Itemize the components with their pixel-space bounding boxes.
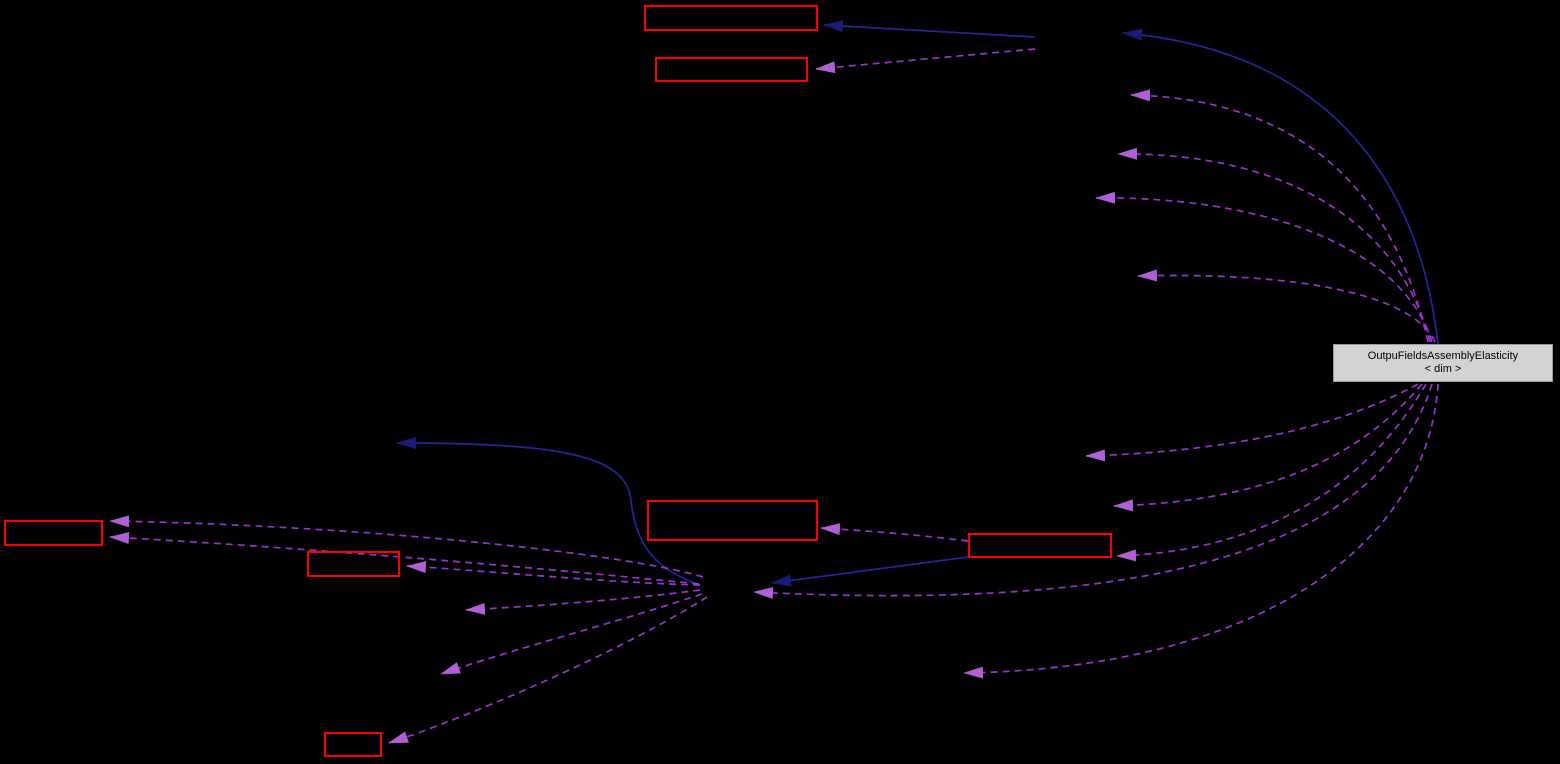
class-node-bottom[interactable] — [324, 732, 382, 757]
dashed-edge-main-up-1 — [1130, 89, 1429, 343]
dashed-edge-main-up-2 — [1117, 147, 1431, 343]
class-node-left-2[interactable] — [307, 551, 400, 577]
dashed-edge-main-down-1 — [1085, 383, 1419, 462]
class-node-middle[interactable] — [647, 500, 818, 541]
dashed-edge-hub-down-2 — [440, 593, 703, 675]
solid-edge-hub-up-left — [396, 437, 698, 585]
main-class-label: OutpuFieldsAssemblyElasticity — [1367, 350, 1519, 362]
dashed-edge-main-to-right-box — [1116, 383, 1427, 562]
dashed-edge-main-up-4 — [1137, 269, 1436, 343]
solid-edge-main-to-top-node — [1122, 28, 1439, 345]
dashed-edge-hub-to-left-box-1b — [109, 532, 700, 585]
class-node-top-2[interactable] — [655, 57, 808, 82]
main-class-node: OutpuFieldsAssemblyElasticity < dim > — [1333, 344, 1553, 382]
class-node-top-1[interactable] — [644, 5, 818, 31]
dashed-edge-right-box-to-mid-box — [820, 523, 969, 542]
class-node-right[interactable] — [968, 533, 1112, 558]
dashed-edge-hub-to-left-box-2 — [406, 561, 701, 586]
dashed-edge-main-to-hub — [753, 383, 1433, 599]
dashed-edge-hub-down-1 — [465, 589, 701, 615]
solid-edge-right-box-to-hub — [771, 556, 969, 587]
dashed-edge-hub-to-left-box-1a — [109, 515, 704, 578]
dashed-edge-main-down-5 — [963, 383, 1439, 679]
dashed-edge-hub-to-bottom-box — [388, 596, 708, 744]
dashed-edge-to-top-box-2 — [815, 48, 1036, 74]
main-class-template-args: < dim > — [1424, 363, 1462, 375]
dashed-edge-main-down-2 — [1113, 383, 1423, 512]
dashed-edge-main-up-3 — [1095, 191, 1433, 343]
class-node-left-1[interactable] — [4, 520, 103, 546]
solid-edge-to-top-box-1 — [823, 20, 1036, 38]
